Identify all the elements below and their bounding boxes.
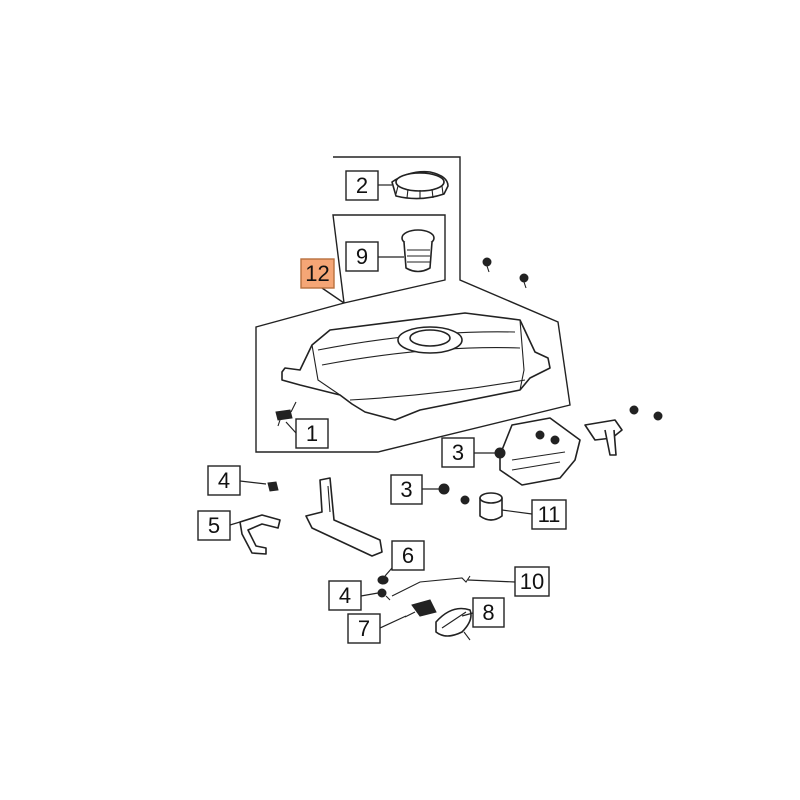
choke-rod[interactable] xyxy=(391,575,471,597)
callout-5[interactable]: 5 xyxy=(197,510,231,541)
svg-text:4: 4 xyxy=(218,468,230,493)
fuel-tank[interactable] xyxy=(281,312,551,421)
callout-9[interactable]: 9 xyxy=(345,241,379,272)
clip-upper[interactable] xyxy=(267,481,279,492)
svg-text:2: 2 xyxy=(356,173,368,198)
svg-text:6: 6 xyxy=(402,543,414,568)
fuel-hose[interactable] xyxy=(239,514,281,555)
callout-10[interactable]: 10 xyxy=(514,566,550,597)
rubber-bushing[interactable] xyxy=(479,492,503,521)
svg-text:7: 7 xyxy=(358,616,370,641)
leader-lines xyxy=(229,184,533,629)
mounting-bracket[interactable] xyxy=(499,417,581,486)
valve-knob[interactable] xyxy=(435,607,472,641)
svg-text:12: 12 xyxy=(305,261,329,286)
nut-3b xyxy=(438,483,470,505)
callout-2[interactable]: 2 xyxy=(345,170,379,201)
callout-4-upper[interactable]: 4 xyxy=(207,465,241,496)
callout-1[interactable]: 1 xyxy=(295,418,329,449)
callout-3-upper[interactable]: 3 xyxy=(441,437,475,468)
svg-text:9: 9 xyxy=(356,244,368,269)
svg-text:10: 10 xyxy=(520,569,544,594)
svg-text:11: 11 xyxy=(538,502,561,527)
svg-text:5: 5 xyxy=(208,513,220,538)
linkage-right[interactable] xyxy=(584,405,663,456)
svg-text:1: 1 xyxy=(306,421,318,446)
nut-3a xyxy=(494,447,506,459)
fuel-tap[interactable] xyxy=(275,401,297,427)
assembly-frame-12 xyxy=(255,156,571,453)
callout-12[interactable]: 12 xyxy=(300,258,335,289)
fuel-strainer[interactable] xyxy=(401,229,435,273)
svg-text:8: 8 xyxy=(482,600,494,625)
svg-text:3: 3 xyxy=(400,477,412,502)
fuel-cap[interactable] xyxy=(391,170,449,200)
callout-7[interactable]: 7 xyxy=(347,613,381,644)
bolt-a xyxy=(482,257,492,273)
nut-6[interactable] xyxy=(377,575,389,585)
callout-3-lower[interactable]: 3 xyxy=(390,474,423,505)
callout-4-lower[interactable]: 4 xyxy=(328,580,362,611)
callout-8[interactable]: 8 xyxy=(472,597,505,628)
svg-text:3: 3 xyxy=(452,440,464,465)
clip-lower[interactable] xyxy=(377,588,391,601)
bolt-b xyxy=(519,273,529,289)
callout-6[interactable]: 6 xyxy=(391,540,425,571)
lower-bracket[interactable] xyxy=(305,477,383,557)
fuel-valve[interactable] xyxy=(404,599,437,618)
callout-11[interactable]: 11 xyxy=(531,499,567,530)
svg-text:4: 4 xyxy=(339,583,351,608)
